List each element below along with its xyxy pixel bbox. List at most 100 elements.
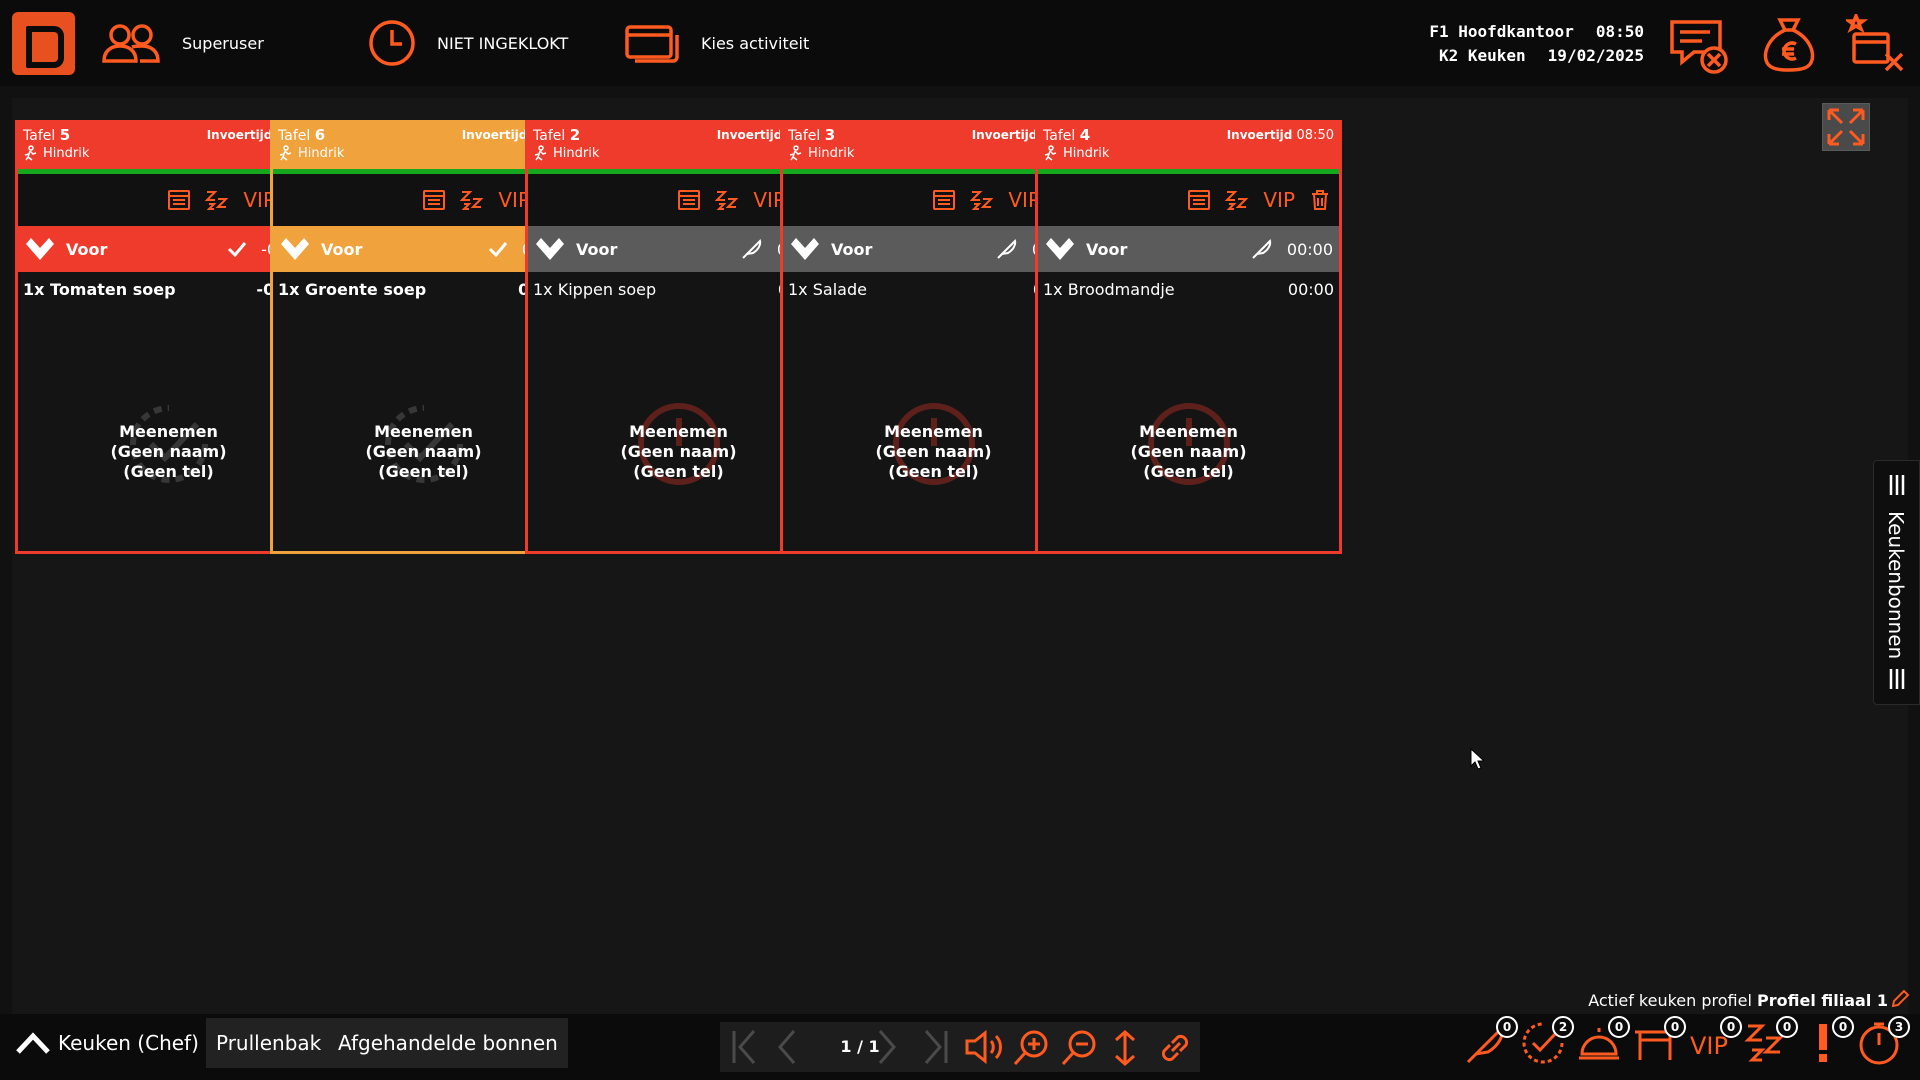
sleep-zzz-icon[interactable] — [970, 189, 994, 211]
customer-phone: (Geen tel) — [633, 462, 724, 481]
kitchen-tickets-tab[interactable]: Keukenbonnen — [1873, 460, 1920, 705]
vip-button[interactable]: VIP — [753, 188, 785, 212]
ticket-items: 1x Tomaten soep-00:08Meenemen(Geen naam)… — [18, 272, 319, 492]
walker-icon — [23, 145, 39, 161]
ticket-table: Tafel 2 — [533, 126, 824, 144]
clock-icon — [1145, 400, 1233, 488]
entry-time-label: Invoertijd — [971, 128, 1038, 142]
table-label: Tafel — [1043, 128, 1076, 144]
vip-button[interactable]: VIP — [498, 188, 530, 212]
money-bag-euro-icon[interactable] — [1758, 14, 1820, 76]
vip-button[interactable]: VIP — [1263, 188, 1295, 212]
counter-badge: 0 — [1776, 1016, 1798, 1038]
fullscreen-button[interactable] — [1822, 103, 1870, 151]
walker-icon — [278, 145, 294, 161]
waiter-name: Hindrik — [808, 145, 855, 161]
status-strip — [783, 169, 1084, 174]
status-counter[interactable]: 0 — [1632, 1016, 1686, 1072]
ticket-table: Tafel 6 — [278, 126, 569, 144]
receipt-icon[interactable] — [932, 189, 956, 211]
exclamation-icon — [1800, 1020, 1852, 1066]
message-cancel-icon[interactable] — [1668, 14, 1730, 76]
ticket-footer: Meenemen(Geen naam)(Geen tel) — [1038, 396, 1339, 492]
waiter-name: Hindrik — [553, 145, 600, 161]
sleep-zzz-icon[interactable] — [205, 189, 229, 211]
zoom-in-icon[interactable] — [1012, 1029, 1052, 1067]
last-page-icon[interactable] — [916, 1029, 950, 1065]
vip-button[interactable]: VIP — [1008, 188, 1040, 212]
status-strip — [273, 169, 574, 174]
clock-in-button[interactable]: NIET INGEKLOKT — [367, 18, 568, 68]
order-item-text: 1x Tomaten soep — [23, 280, 176, 299]
status-counter[interactable]: 0 — [1576, 1016, 1630, 1072]
entry-time-label: Invoertijd — [716, 128, 783, 142]
sleep-zzz-icon[interactable] — [715, 189, 739, 211]
status-strip — [18, 169, 319, 174]
activity-button[interactable]: Kies activiteit — [625, 18, 809, 68]
ticket-waiter: Hindrik — [1043, 145, 1334, 161]
knife-icon — [996, 238, 1018, 260]
completed-tickets-label: Afgehandelde bonnen — [338, 1031, 558, 1055]
takeaway-label: Meenemen — [629, 422, 728, 441]
receipt-icon[interactable] — [422, 189, 446, 211]
vertical-arrows-icon[interactable] — [1110, 1029, 1140, 1067]
link-icon[interactable] — [1156, 1029, 1194, 1067]
heart-check-icon — [1044, 236, 1076, 262]
next-page-icon[interactable] — [876, 1029, 900, 1065]
customer-phone: (Geen tel) — [888, 462, 979, 481]
vip-icon: VIP — [1688, 1020, 1740, 1066]
previous-page-icon[interactable] — [774, 1029, 798, 1065]
check-icon — [227, 241, 247, 257]
status-counter[interactable]: 3 — [1856, 1016, 1910, 1072]
current-date: 19/02/2025 — [1547, 46, 1644, 65]
entry-time-label: Invoertijd — [206, 128, 273, 142]
customer-phone: (Geen tel) — [123, 462, 214, 481]
ticket-footer: Meenemen(Geen naam)(Geen tel) — [273, 396, 574, 492]
status-counter[interactable]: 0 — [1464, 1016, 1518, 1072]
status-strip — [1038, 169, 1339, 174]
edit-profile-icon[interactable] — [1890, 989, 1910, 1009]
top-bar: Superuser NIET INGEKLOKT Kies activiteit… — [0, 0, 1920, 86]
completed-tickets-button[interactable]: Afgehandelde bonnen — [328, 1018, 568, 1068]
app-logo[interactable] — [12, 12, 75, 75]
kitchen-home-button[interactable]: Keuken (Chef) — [6, 1018, 209, 1068]
ticket-waiter: Hindrik — [788, 145, 1079, 161]
zoom-out-icon[interactable] — [1060, 1029, 1100, 1067]
course-bar[interactable]: Voor 00:00 — [1038, 226, 1339, 272]
receipt-icon[interactable] — [1187, 189, 1211, 211]
bottom-bar: Keuken (Chef) Prullenbak Afgehandelde bo… — [0, 1014, 1920, 1080]
course-time: 00:00 — [1286, 239, 1333, 259]
status-counter[interactable]: 0 — [1800, 1016, 1854, 1072]
first-page-icon[interactable] — [730, 1029, 764, 1065]
entry-time-label: Invoertijd — [461, 128, 528, 142]
entry-time-label: Invoertijd — [1226, 128, 1293, 142]
trash-button[interactable]: Prullenbak — [206, 1018, 332, 1068]
course-name: Voor — [1086, 239, 1128, 259]
vip-button[interactable]: VIP — [243, 188, 275, 212]
takeaway-label: Meenemen — [884, 422, 983, 441]
kitchen-tickets-label: Keukenbonnen — [1884, 511, 1908, 660]
sleep-zzz-icon[interactable] — [1225, 189, 1249, 211]
activity-cards-icon — [625, 21, 681, 65]
counter-badge: 3 — [1888, 1016, 1910, 1038]
walker-icon — [1043, 145, 1059, 161]
sound-icon[interactable] — [964, 1029, 1004, 1065]
receipt-icon[interactable] — [677, 189, 701, 211]
ticket-footer: Meenemen(Geen naam)(Geen tel) — [783, 396, 1084, 492]
cancel-order-icon[interactable] — [1846, 14, 1908, 76]
status-counter[interactable]: 2 — [1520, 1016, 1574, 1072]
receipt-icon[interactable] — [167, 189, 191, 211]
customer-name: (Geen naam) — [110, 442, 227, 461]
status-counter[interactable]: 0 — [1744, 1016, 1798, 1072]
sleep-zzz-icon[interactable] — [460, 189, 484, 211]
trash-icon[interactable] — [1309, 189, 1331, 211]
clock-icon — [367, 18, 417, 68]
ticket-footer: Meenemen(Geen naam)(Geen tel) — [18, 396, 319, 492]
user-button[interactable]: Superuser — [100, 18, 264, 68]
activity-label: Kies activiteit — [701, 33, 810, 53]
